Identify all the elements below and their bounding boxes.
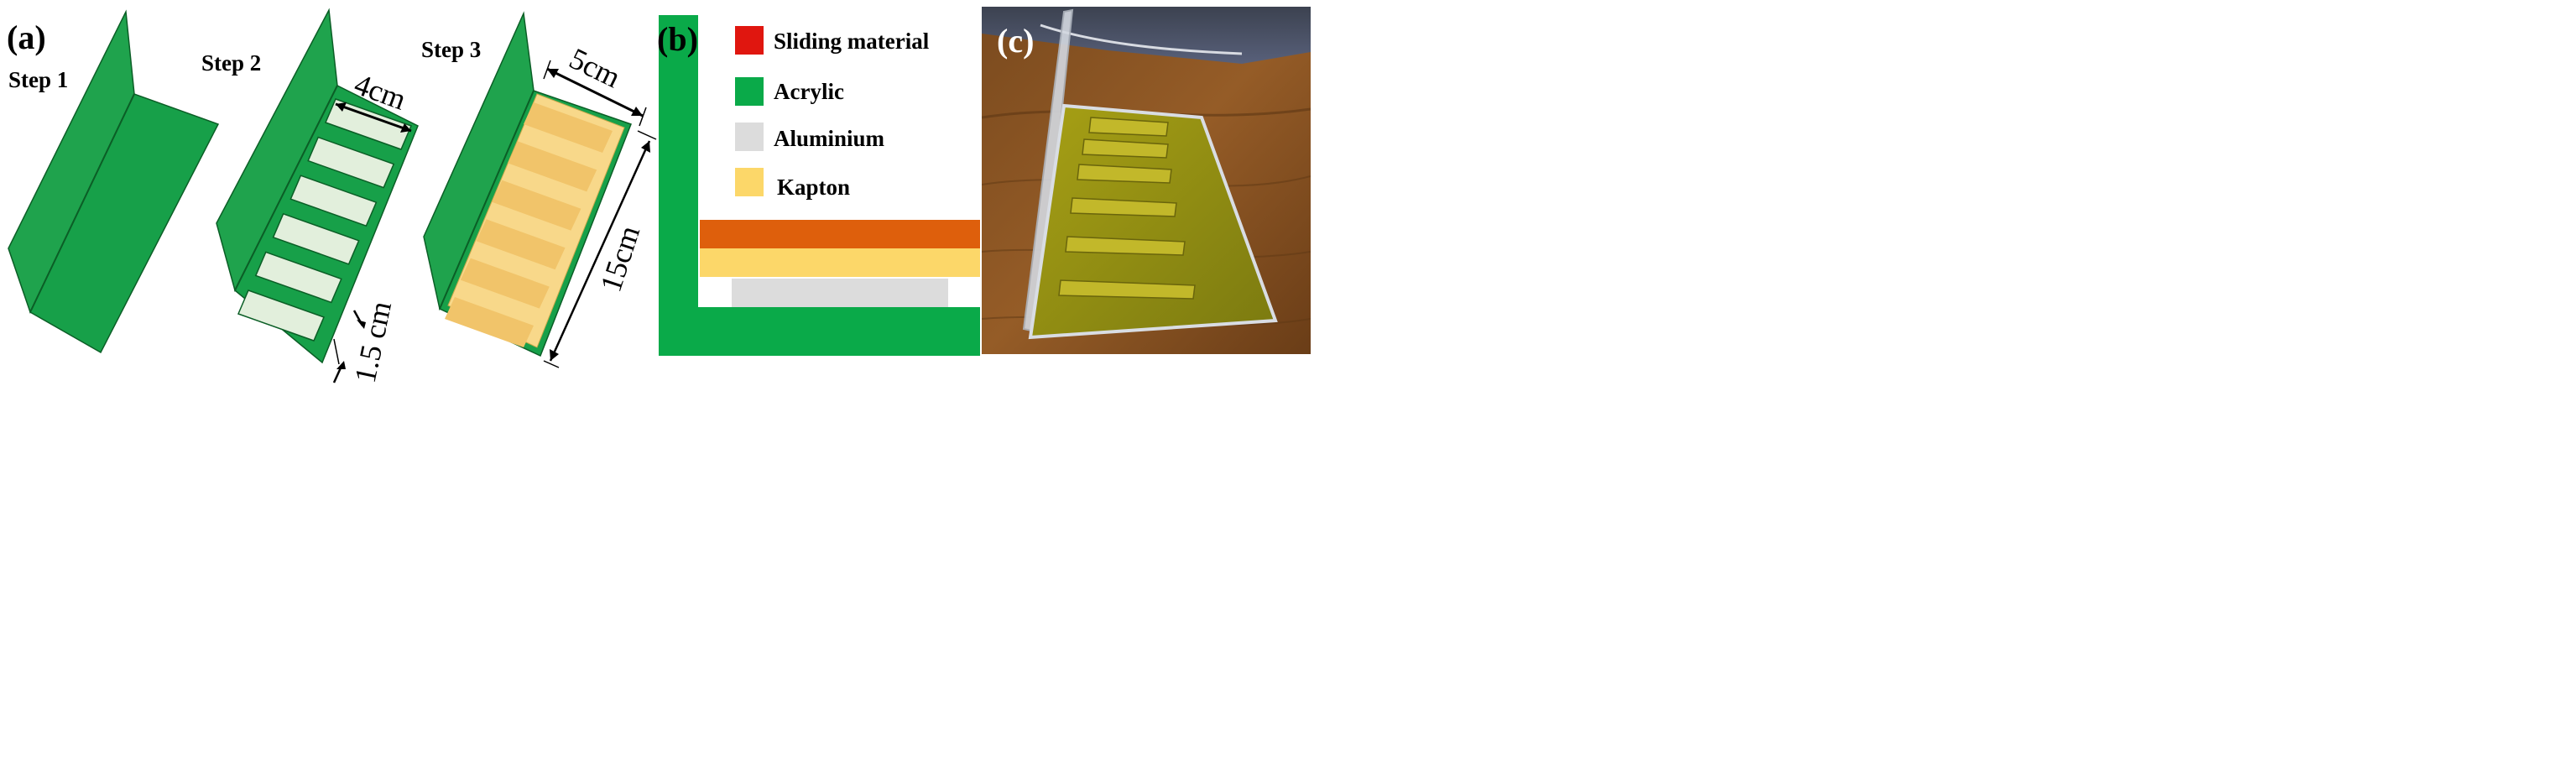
- photo-strips: [1058, 117, 1196, 300]
- dimension-5cm-arrow: [546, 67, 644, 117]
- dimension-15cm-arrowhead-bottom: [550, 349, 559, 361]
- step-3-l-profile: 5cm 15cm: [423, 11, 657, 368]
- step-2-label: Step 2: [201, 50, 261, 76]
- panel-a-label: (a): [7, 18, 46, 56]
- legend-swatch-kapton: [735, 168, 764, 196]
- dimension-5cm-arrowhead-right: [631, 107, 643, 116]
- dimension-5cm-label: 5cm: [564, 41, 625, 94]
- step-1-label: Step 1: [8, 67, 68, 92]
- covered-aluminium-strips: [445, 102, 613, 347]
- photo-kapton-strip: [1088, 117, 1169, 137]
- dimension-15cm-tick-top: [637, 130, 657, 140]
- photo-cable: [1040, 23, 1243, 55]
- step-1-l-profile: [8, 9, 220, 354]
- aluminium-strip: [307, 136, 395, 189]
- dimension-1-5cm-tick: [333, 338, 340, 365]
- step-3-label: Step 3: [421, 37, 481, 62]
- legend-label-kapton: Kapton: [777, 175, 850, 200]
- panel-c-label: (c): [997, 22, 1034, 60]
- dimension-15cm-arrow: [549, 140, 651, 362]
- aluminium-strip: [324, 98, 413, 150]
- photo-base-plate: [1028, 103, 1278, 340]
- aluminium-strips: [237, 98, 413, 342]
- photo: [982, 7, 1311, 354]
- dimension-4cm-arrowhead-left: [336, 102, 347, 112]
- figure: (a) Step 1 Step 2 4cm: [7, 7, 1311, 386]
- sliding-material-layer: [700, 220, 980, 248]
- aluminium-strip: [254, 251, 342, 304]
- panel-a: (a) Step 1 Step 2 4cm: [7, 8, 657, 386]
- covered-strip: [524, 102, 613, 153]
- covered-strip: [492, 180, 581, 231]
- dimension-15cm-arrowhead-top: [641, 141, 650, 153]
- covered-strip: [460, 258, 550, 309]
- panel-b-label: (b): [657, 20, 698, 58]
- dimension-5cm-tick-right: [639, 107, 647, 127]
- acrylic-l-profile: [659, 15, 980, 356]
- aluminium-strip: [289, 175, 378, 227]
- legend-label-acrylic: Acrylic: [774, 79, 844, 104]
- photo-kapton-strip: [1065, 236, 1186, 256]
- dimension-5cm-tick-left: [543, 60, 551, 80]
- step-2-fold-line: [234, 85, 338, 291]
- legend-label-aluminium: Aluminium: [774, 126, 885, 151]
- photo-kapton-strip: [1082, 138, 1169, 159]
- photo-kapton-strip: [1077, 164, 1172, 184]
- step-1-fold-line: [29, 93, 135, 313]
- covered-strip: [508, 141, 597, 192]
- dimension-1-5cm-arrowhead-bottom: [336, 361, 346, 369]
- legend: Sliding material Acrylic Aluminium Kapto…: [735, 26, 930, 200]
- dimension-1-5cm-arrowhead-top: [357, 320, 366, 329]
- step-2-l-profile: 4cm 1.5 cm: [216, 8, 419, 386]
- photo-kapton-strip: [1058, 279, 1196, 300]
- legend-swatch-acrylic: [735, 77, 764, 106]
- photo-kapton-strip: [1070, 197, 1177, 217]
- aluminium-strip: [272, 212, 360, 265]
- legend-swatch-aluminium: [735, 123, 764, 151]
- dimension-15cm-label: 15cm: [594, 222, 647, 295]
- legend-swatch-sliding-material: [735, 26, 764, 55]
- dimension-15cm-tick-bottom: [543, 360, 560, 368]
- panel-b: (b) Sliding material Acrylic Aluminium K…: [657, 15, 980, 356]
- covered-strip: [476, 219, 566, 270]
- aluminium-layer: [732, 279, 948, 307]
- covered-strip: [445, 297, 534, 347]
- kapton-layer-section: [700, 248, 980, 277]
- dimension-1-5cm: 1.5 cm: [332, 299, 398, 386]
- step-3-fold-line: [439, 90, 534, 310]
- legend-label-sliding-material: Sliding material: [774, 29, 930, 54]
- panel-c: (c): [982, 7, 1311, 354]
- dimension-5cm-arrowhead-left: [547, 69, 559, 78]
- dimension-4cm-arrowhead-right: [400, 123, 411, 133]
- dimension-4cm-arrow: [335, 102, 412, 133]
- aluminium-strip: [237, 290, 326, 342]
